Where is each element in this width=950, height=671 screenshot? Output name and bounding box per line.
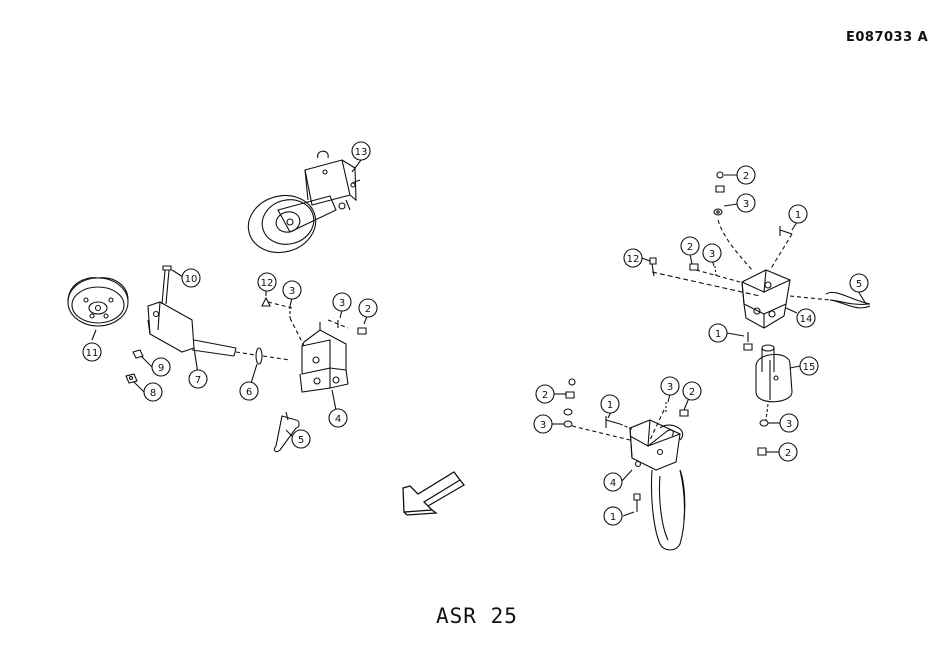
- callout-4: 4: [610, 478, 616, 489]
- callout-15: 15: [803, 362, 816, 373]
- callout-2: 2: [785, 448, 791, 459]
- model-title: ASR 25: [436, 604, 518, 628]
- callout-2: 2: [542, 390, 548, 401]
- callout-12: 12: [261, 278, 274, 289]
- callout-1: 1: [610, 512, 616, 523]
- callout-3: 3: [540, 420, 546, 431]
- callout-3: 3: [339, 298, 345, 309]
- callout-9: 9: [158, 363, 164, 374]
- callout-10: 10: [185, 274, 198, 285]
- callout-3: 3: [709, 249, 715, 260]
- callout-1: 1: [715, 329, 721, 340]
- callout-2: 2: [687, 242, 693, 253]
- callout-2: 2: [365, 304, 371, 315]
- callout-3: 3: [667, 382, 673, 393]
- right-upper-assembly: [650, 172, 870, 455]
- callout-2: 2: [689, 387, 695, 398]
- right-lower-assembly: [564, 379, 688, 550]
- callout-5: 5: [298, 435, 304, 446]
- callout-3: 3: [743, 199, 749, 210]
- callout-3: 3: [289, 286, 295, 297]
- callout-8: 8: [150, 388, 156, 399]
- callout-leaders: [92, 160, 866, 516]
- direction-arrow: [403, 472, 464, 515]
- callout-labels: 13 10 11 9 8 7 6 12 3 3 2 4 5 2 3 1 12 2…: [86, 147, 863, 523]
- callout-1: 1: [607, 400, 613, 411]
- callout-5: 5: [856, 279, 862, 290]
- callout-4: 4: [335, 414, 341, 425]
- callout-circles: [83, 142, 868, 525]
- callout-13: 13: [355, 147, 368, 158]
- assembled-caster-wheel: [242, 151, 360, 260]
- callout-14: 14: [800, 314, 813, 325]
- callout-2: 2: [743, 171, 749, 182]
- callout-12: 12: [627, 254, 640, 265]
- callout-11: 11: [86, 348, 99, 359]
- callout-6: 6: [246, 387, 252, 398]
- callout-7: 7: [195, 375, 201, 386]
- left-exploded-assembly: [68, 266, 366, 452]
- callout-1: 1: [795, 210, 801, 221]
- callout-3: 3: [786, 419, 792, 430]
